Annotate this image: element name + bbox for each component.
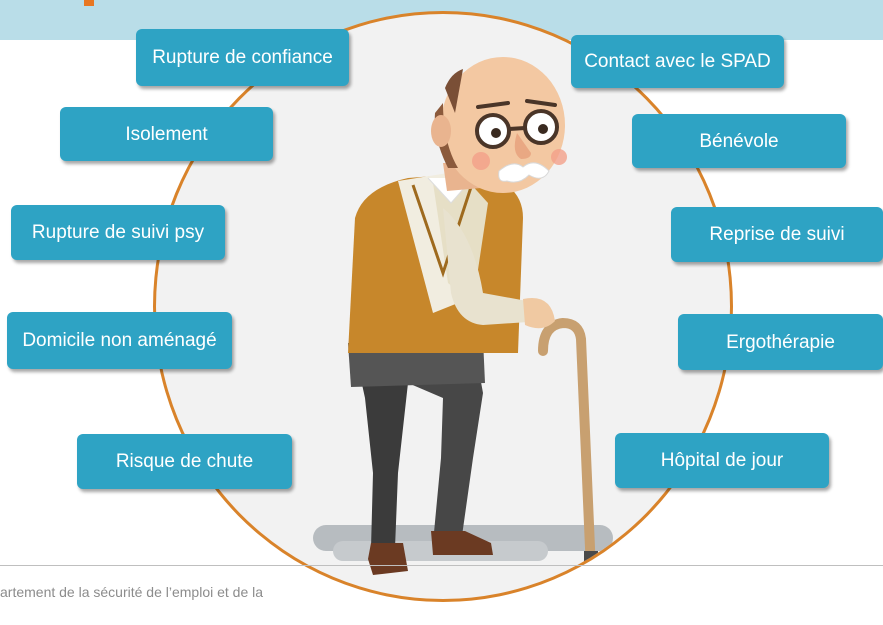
arm-icon xyxy=(443,208,543,325)
illustration-circle xyxy=(153,11,733,602)
elderly-man-with-cane-icon xyxy=(313,57,613,577)
footer-text: artement de la sécurité de l’emploi et d… xyxy=(0,584,264,600)
box-rupture-de-confiance: Rupture de confiance xyxy=(136,29,349,86)
footer-divider xyxy=(0,565,883,566)
box-rupture-de-suivi-psy: Rupture de suivi psy xyxy=(11,205,225,260)
box-label: Hôpital de jour xyxy=(660,450,784,471)
box-benevole: Bénévole xyxy=(632,114,846,168)
box-contact-avec-le-spad: Contact avec le SPAD xyxy=(571,35,784,88)
mustache-icon xyxy=(498,162,550,183)
box-label: Contact avec le SPAD xyxy=(584,51,771,72)
cane-icon xyxy=(538,317,596,576)
box-ergotherapie: Ergothérapie xyxy=(678,314,883,370)
box-label: Ergothérapie xyxy=(726,331,835,353)
hand-icon xyxy=(523,297,555,329)
box-label: Rupture de suivi psy xyxy=(31,222,205,243)
box-label: Reprise de suivi xyxy=(709,224,845,245)
box-label: Risque de chute xyxy=(115,451,254,472)
box-label: Domicile non aménagé xyxy=(22,330,217,351)
box-hopital-de-jour: Hôpital de jour xyxy=(615,433,829,488)
box-label: Isolement xyxy=(125,123,208,145)
header-accent xyxy=(84,0,94,6)
left-shoe-icon xyxy=(368,543,408,575)
box-risque-de-chute: Risque de chute xyxy=(77,434,292,489)
box-reprise-de-suivi: Reprise de suivi xyxy=(671,207,883,262)
box-domicile-non-amenage: Domicile non aménagé xyxy=(7,312,232,369)
right-shoe-icon xyxy=(431,531,493,555)
box-label: Rupture de confiance xyxy=(152,47,333,68)
box-isolement: Isolement xyxy=(60,107,273,161)
box-label: Bénévole xyxy=(699,130,779,152)
